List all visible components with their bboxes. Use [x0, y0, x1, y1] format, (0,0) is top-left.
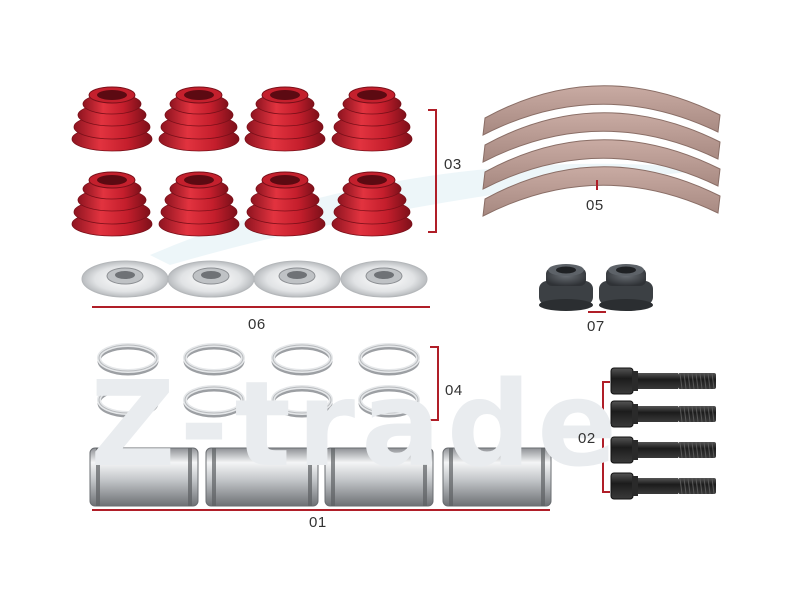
- label-rings: 04: [445, 382, 463, 399]
- label-boots: 03: [444, 156, 462, 173]
- bolt-group: [610, 367, 716, 500]
- seal-ring: [97, 385, 159, 418]
- friction-strip: [482, 139, 721, 190]
- label-pins: 01: [309, 514, 327, 531]
- seal-ring: [358, 385, 420, 418]
- washer-group: [81, 260, 428, 298]
- bolt: [610, 472, 716, 500]
- label-strips: 05: [586, 197, 604, 214]
- friction-strip: [482, 85, 721, 136]
- guide-pin: [89, 447, 199, 507]
- seal-ring: [271, 343, 333, 376]
- dust-boot: [244, 171, 326, 237]
- cap-group: [539, 264, 653, 311]
- bolt: [610, 436, 716, 464]
- seal-ring: [358, 343, 420, 376]
- guide-pin: [324, 447, 434, 507]
- dust-boot: [158, 86, 240, 152]
- seal-ring: [271, 385, 333, 418]
- dust-boot: [331, 171, 413, 237]
- dust-boot: [244, 86, 326, 152]
- guide-pin: [205, 447, 319, 507]
- guide-pin: [442, 447, 552, 507]
- seal-ring: [97, 343, 159, 376]
- bolt: [610, 367, 716, 395]
- bolt: [610, 400, 716, 428]
- dust-boot: [71, 171, 153, 237]
- seal-ring: [183, 385, 245, 418]
- friction-strip-group: [482, 85, 721, 217]
- guide-pin-group: [89, 447, 552, 507]
- washer: [81, 260, 169, 298]
- ring-group: [97, 343, 420, 418]
- dust-boot: [158, 171, 240, 237]
- label-bolts: 02: [578, 430, 596, 447]
- washer: [340, 260, 428, 298]
- rubber-cap: [539, 264, 593, 311]
- bracket-rings: [430, 346, 439, 421]
- dust-boot-group: [71, 86, 413, 237]
- rubber-cap: [599, 264, 653, 311]
- label-washers: 06: [248, 316, 266, 333]
- dust-boot: [331, 86, 413, 152]
- label-caps: 07: [587, 318, 605, 335]
- washer: [167, 260, 255, 298]
- bracket-bolts: [602, 381, 610, 493]
- dust-boot: [71, 86, 153, 152]
- friction-strip: [482, 112, 721, 163]
- washer: [253, 260, 341, 298]
- bracket-boots: [428, 109, 437, 233]
- seal-ring: [183, 343, 245, 376]
- friction-strip: [482, 166, 721, 217]
